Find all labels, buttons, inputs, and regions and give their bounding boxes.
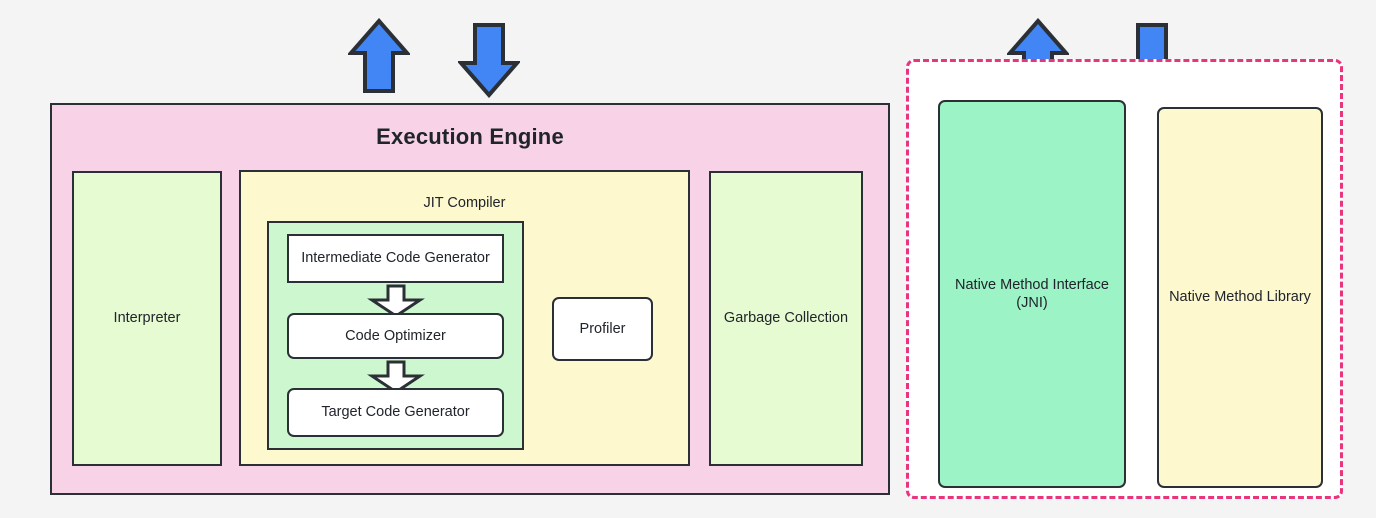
intermediate-code-generator-box: Intermediate Code Generator (287, 234, 504, 283)
code-optimizer-box: Code Optimizer (287, 313, 504, 359)
pipeline-arrow-down-icon-1 (366, 284, 426, 318)
native-method-interface-box: Native Method Interface (JNI) (938, 100, 1126, 488)
garbage-collection-box: Garbage Collection (709, 171, 863, 466)
profiler-box: Profiler (552, 297, 653, 361)
arrow-down-icon-execution-engine (458, 22, 520, 98)
pipeline-arrow-down-icon-2 (366, 360, 426, 394)
execution-engine-title: Execution Engine (376, 124, 564, 149)
native-method-library-box: Native Method Library (1157, 107, 1323, 488)
jit-compiler-title: JIT Compiler (423, 195, 506, 211)
interpreter-box: Interpreter (72, 171, 222, 466)
target-code-generator-box: Target Code Generator (287, 388, 504, 437)
arrow-up-icon-execution-engine (348, 18, 410, 94)
